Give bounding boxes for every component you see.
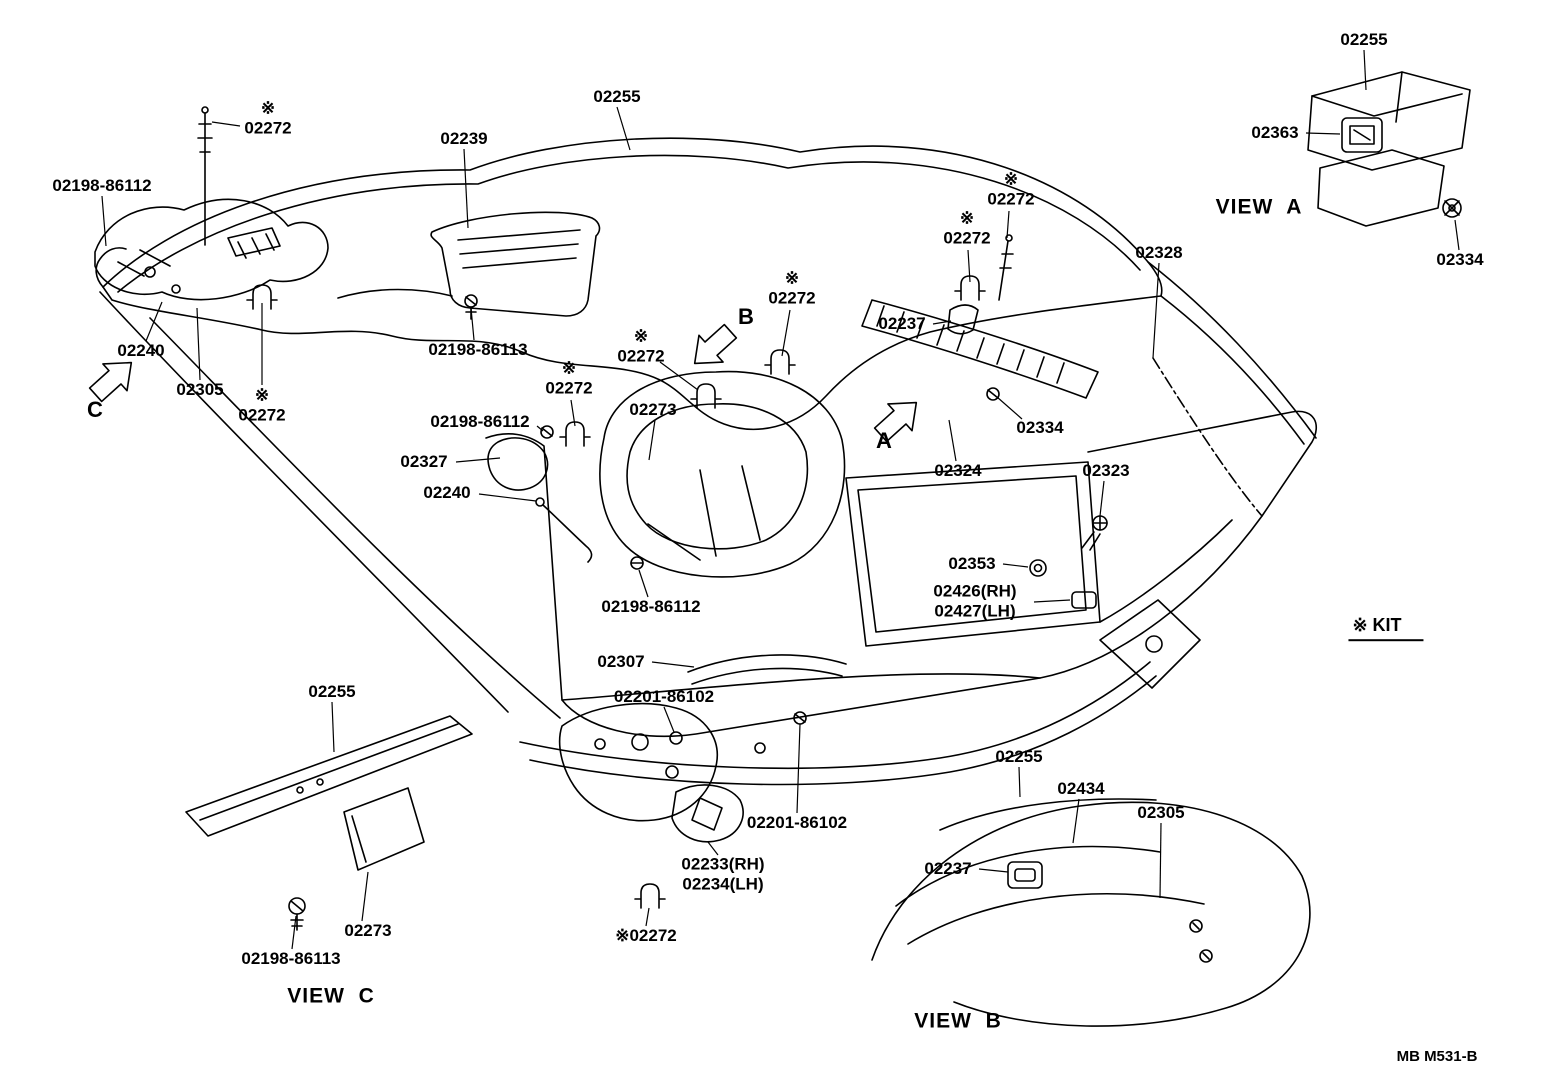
part-label: 02240 bbox=[117, 340, 165, 360]
part-label: 02198-86112 bbox=[601, 596, 701, 616]
part-label: 02237 bbox=[878, 313, 926, 333]
part-label: 02237 bbox=[924, 858, 972, 878]
part-label: 02273 bbox=[629, 399, 677, 419]
part-label: 02255 bbox=[995, 746, 1043, 766]
drawing-code: MB M531-B bbox=[1396, 1048, 1478, 1065]
view-b-inset bbox=[871, 798, 1311, 1027]
view-c-label: VIEW C bbox=[287, 984, 375, 1008]
part-label: 02323 bbox=[1082, 460, 1130, 480]
direction-label-b: B bbox=[738, 303, 754, 329]
part-label: 02273 bbox=[344, 920, 392, 940]
part-label: ※ 02272 bbox=[238, 385, 286, 425]
part-label: 02328 bbox=[1135, 242, 1183, 262]
part-label: 02334 bbox=[1436, 249, 1484, 269]
direction-arrow-b bbox=[693, 323, 738, 365]
part-label: 02434 bbox=[1057, 778, 1105, 798]
part-label: 02327 bbox=[400, 451, 448, 471]
view-a-label: VIEW A bbox=[1215, 195, 1303, 219]
part-label: ※02272 bbox=[615, 925, 677, 945]
instrument-panel-assembly bbox=[94, 106, 1317, 843]
part-label: 02363 bbox=[1251, 122, 1299, 142]
part-label: 02324 bbox=[934, 460, 982, 480]
direction-label-c: C bbox=[87, 396, 103, 422]
part-label: 02353 bbox=[948, 553, 996, 573]
part-label: 02255 bbox=[1340, 29, 1388, 49]
direction-arrow-c bbox=[88, 361, 133, 403]
part-label: 02305 bbox=[176, 379, 224, 399]
part-label: 02198-86112 bbox=[52, 175, 152, 195]
part-label: ※ 02272 bbox=[987, 169, 1035, 209]
part-label: ※ 02272 bbox=[545, 358, 593, 398]
part-label: 02198-86113 bbox=[428, 339, 528, 359]
view-a-inset bbox=[1307, 71, 1471, 227]
part-label: 02198-86112 bbox=[430, 411, 530, 431]
part-label: 02426(RH) 02427(LH) bbox=[933, 581, 1017, 621]
part-label: 02255 bbox=[593, 86, 641, 106]
part-label: 02198-86113 bbox=[241, 948, 341, 968]
part-label: ※ 02272 bbox=[244, 98, 292, 138]
view-b-label: VIEW B bbox=[914, 1009, 1002, 1033]
part-label: 02239 bbox=[440, 128, 488, 148]
part-label: ※ 02272 bbox=[617, 326, 665, 366]
direction-label-a: A bbox=[876, 427, 892, 453]
part-label: 02240 bbox=[423, 482, 471, 502]
part-label: 02307 bbox=[597, 651, 645, 671]
part-label: 02255 bbox=[308, 681, 356, 701]
part-label: ※ 02272 bbox=[943, 208, 991, 248]
kit-note: ※ KIT bbox=[1348, 615, 1424, 641]
part-label: ※ 02272 bbox=[768, 268, 816, 308]
part-label: 02201-86102 bbox=[746, 812, 848, 832]
part-label: 02201-86102 bbox=[613, 686, 715, 706]
part-label: 02233(RH) 02234(LH) bbox=[681, 854, 765, 894]
part-label: 02334 bbox=[1016, 417, 1064, 437]
view-c-inset bbox=[185, 715, 473, 931]
part-label: 02305 bbox=[1137, 802, 1185, 822]
direction-arrow-a bbox=[873, 401, 918, 443]
